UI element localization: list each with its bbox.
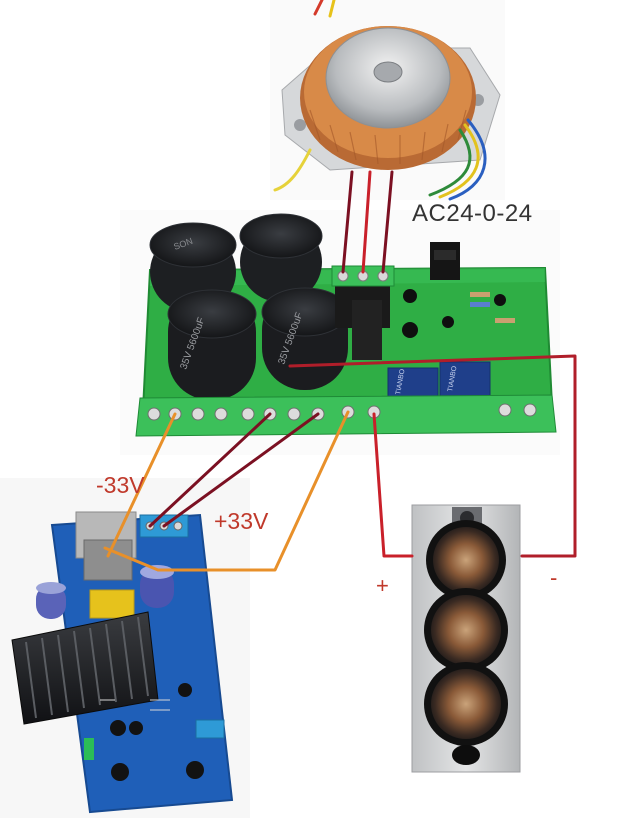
wire-negative-rail <box>106 412 177 558</box>
filter-capacitor: 35V 5600uF <box>167 289 257 400</box>
inductor-core <box>83 539 133 581</box>
amplifier-board <box>0 478 250 818</box>
speaker-plus-label: + <box>376 573 389 598</box>
speaker-wire-positive <box>372 412 414 558</box>
rectifier-body <box>352 300 382 360</box>
wire-positive-rail <box>103 410 350 572</box>
transformer-wire-top <box>328 0 336 18</box>
speaker-driver <box>424 588 508 672</box>
transformer-wire-top <box>313 0 324 16</box>
transformer-wire-primary <box>273 148 312 192</box>
mount-hole <box>294 119 306 131</box>
resistor <box>495 318 515 323</box>
small-capacitor <box>129 721 143 735</box>
small-capacitor <box>442 316 454 328</box>
ac-input-terminal <box>331 265 395 287</box>
amp-output-terminal <box>195 719 225 739</box>
speaker-driver <box>424 662 508 746</box>
small-capacitor <box>111 763 129 781</box>
capacitor-yellow <box>89 589 135 619</box>
filter-capacitor <box>239 213 323 302</box>
wire-rail-dark <box>148 412 272 528</box>
ac-wire-2 <box>381 170 394 274</box>
positive-rail-label: +33V <box>214 508 269 534</box>
wire-ground <box>162 412 320 528</box>
resistor <box>470 292 490 297</box>
speaker-port <box>452 745 480 765</box>
amp-heatsink <box>11 611 159 725</box>
amp-capacitor <box>36 585 66 619</box>
svg-text:TIANBO: TIANBO <box>395 368 407 395</box>
ac-input-label: AC24-0-24 <box>412 200 533 227</box>
toroidal-transformer <box>270 0 505 201</box>
small-capacitor <box>403 289 417 303</box>
transformer-wire-green <box>428 128 472 197</box>
speaker <box>411 504 521 773</box>
ac-wire-center <box>361 170 372 274</box>
transformer-bolt <box>373 61 403 83</box>
power-supply-board: SON 35V 5600uF 35V 5600uF TIANBO <box>120 210 560 455</box>
speaker-wire-negative <box>288 354 577 558</box>
svg-text:TIANBO: TIANBO <box>447 365 459 392</box>
speaker-minus-label: - <box>550 565 558 590</box>
small-capacitor <box>494 294 506 306</box>
transformer-wire-blue <box>448 118 487 201</box>
small-capacitor <box>186 761 204 779</box>
ac-wire-1 <box>341 170 354 274</box>
speaker-driver <box>426 520 506 600</box>
small-capacitor <box>402 322 418 338</box>
amp-indicator <box>84 738 94 760</box>
small-capacitor <box>178 683 192 697</box>
negative-rail-label: -33V <box>96 472 145 498</box>
small-capacitor <box>110 720 126 736</box>
regulator-heatsink <box>430 242 460 280</box>
transformer-wire-yellow <box>438 123 480 199</box>
resistor <box>470 302 490 307</box>
